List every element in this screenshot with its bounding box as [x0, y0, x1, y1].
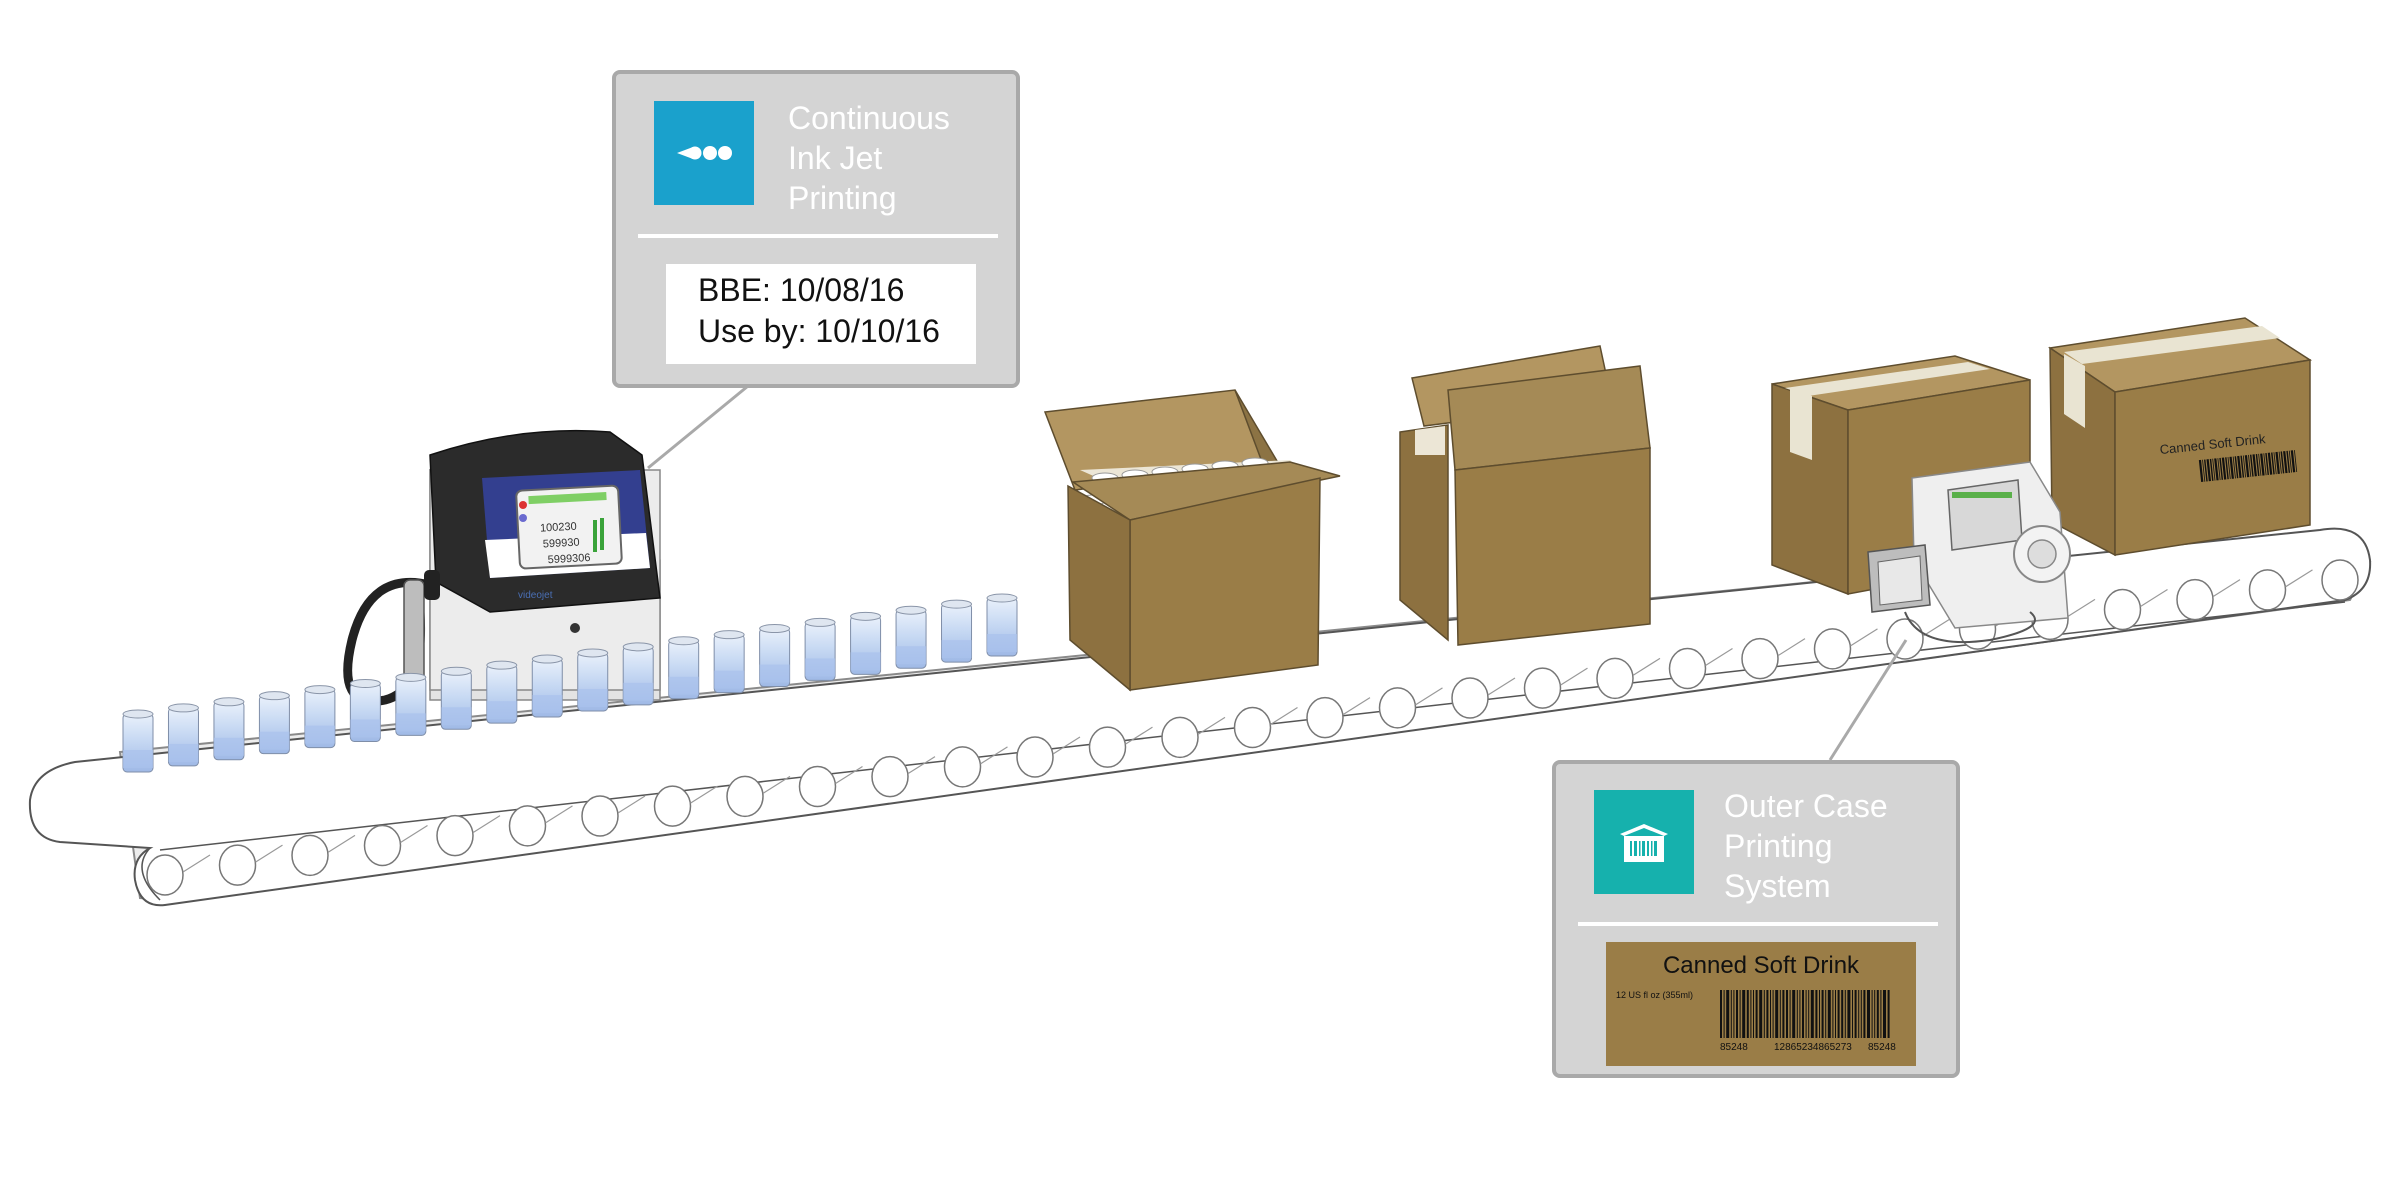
roller [363, 824, 402, 867]
roller [218, 844, 257, 886]
use-by-line: Use by: 10/10/16 [698, 313, 940, 349]
roller [1668, 647, 1707, 690]
roller [2321, 559, 2359, 601]
can [986, 593, 1018, 657]
case-barcode [1720, 990, 1890, 1038]
printer-screen-line-3: 5999306 [547, 552, 590, 566]
ocp-title: Outer Case Printing System [1724, 788, 1888, 904]
printer-brand: videojet [518, 590, 553, 601]
can [440, 666, 472, 730]
roller [1306, 696, 1344, 739]
cij-callout: Continuous Ink Jet Printing BBE: 10/08/1… [612, 70, 1020, 388]
printer-screen-line-1: 100230 [540, 521, 577, 535]
roller [1233, 706, 1272, 749]
roller [2103, 588, 2142, 631]
case-label: Canned Soft Drink 12 US fl oz (355ml) 85… [1606, 942, 1916, 1066]
cans-row [122, 593, 1018, 773]
can [759, 624, 791, 688]
roller [726, 775, 764, 818]
roller [581, 795, 619, 837]
barcode-number-left: 85248 [1720, 1042, 1748, 1053]
callout-divider [638, 234, 998, 238]
can [531, 654, 563, 718]
roller [1161, 716, 1199, 759]
box-barcode-icon [1594, 790, 1694, 894]
can [349, 678, 381, 742]
roller [436, 814, 474, 857]
bbe-line: BBE: 10/08/16 [698, 272, 905, 308]
roller [146, 854, 184, 896]
roller [508, 805, 547, 847]
callout-divider [1578, 922, 1938, 926]
roller [1596, 657, 1634, 700]
cij-printer: 100230 599930 5999306 videojet [343, 429, 661, 711]
cij-title: Continuous Ink Jet Printing [788, 100, 950, 216]
roller [653, 785, 692, 827]
roller [2176, 578, 2214, 621]
roller [1088, 726, 1127, 768]
open-case-2 [1399, 345, 1651, 646]
can [850, 611, 882, 675]
closed-case-printed: Canned Soft Drink [2047, 317, 2313, 557]
can [304, 685, 336, 749]
roller [1813, 628, 1852, 670]
ocp-callout: Outer Case Printing System Canned Soft D… [1552, 760, 1960, 1078]
conveyor-rollers [146, 559, 2359, 896]
outer-case-printer [1867, 461, 2071, 644]
conveyor-belt [28, 527, 2372, 907]
can [895, 605, 927, 669]
roller [798, 765, 837, 808]
roller [1016, 736, 1054, 778]
case-label-size: 12 US fl oz (355ml) [1616, 990, 1694, 1000]
can [577, 648, 609, 712]
printer-screen-line-2: 599930 [543, 537, 580, 551]
can [713, 630, 745, 694]
roller [1378, 687, 1417, 729]
case-label-title: Canned Soft Drink [1662, 952, 1860, 979]
can [486, 660, 518, 724]
can [804, 617, 836, 681]
roller [1451, 677, 1489, 719]
roller [871, 755, 909, 798]
barcode-number-middle: 12865234865273 [1774, 1042, 1852, 1053]
can [167, 703, 199, 767]
can [622, 642, 654, 706]
roller [1886, 618, 1924, 660]
can [668, 636, 700, 700]
can [258, 691, 290, 755]
can [395, 672, 427, 736]
roller [1523, 667, 1562, 709]
barcode-number-right: 85248 [1868, 1042, 1896, 1053]
can [941, 599, 973, 663]
date-code-label: BBE: 10/08/16 Use by: 10/10/16 [666, 264, 976, 364]
cij-callout-leader [647, 384, 749, 470]
roller [2248, 569, 2287, 611]
can [122, 709, 154, 773]
can [213, 697, 245, 761]
open-case-1 [1043, 389, 1341, 692]
roller [1741, 637, 1779, 680]
roller [943, 746, 982, 788]
ocp-callout-leader [1828, 639, 1908, 761]
ink-drops-icon [654, 101, 754, 205]
roller [291, 834, 329, 877]
